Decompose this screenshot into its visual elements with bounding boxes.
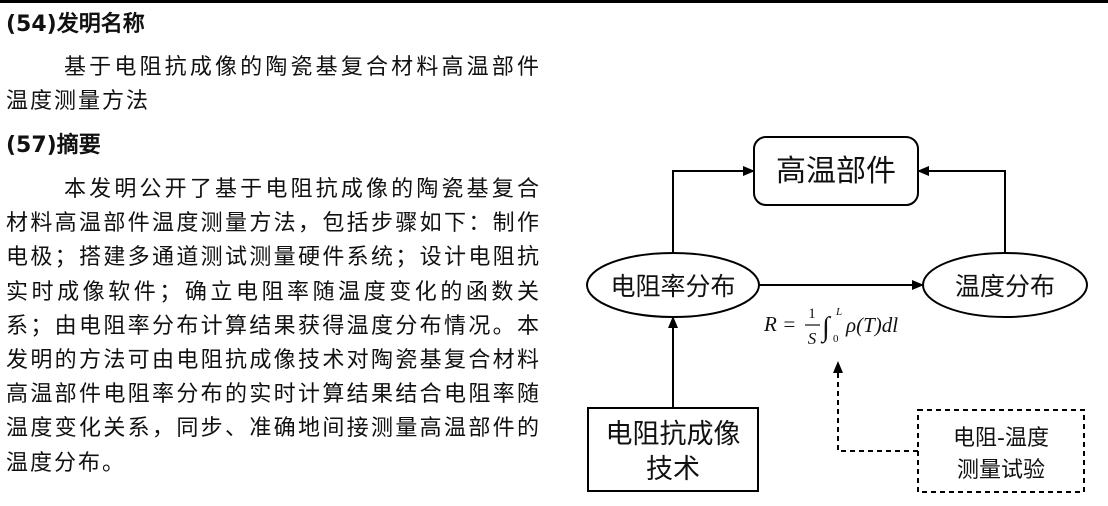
arrow-resistivity-to-component (672, 166, 755, 253)
abstract-text: 本发明公开了基于电阻抗成像的陶瓷基复合材料高温部件温度测量方法，包括步骤如下：制… (6, 177, 541, 476)
resistance-temperature-test-box (917, 409, 1085, 493)
resistivity-distribution-label: 电阻率分布 (610, 272, 735, 301)
resistance-temperature-test-line2: 测量试验 (957, 458, 1045, 483)
arrow-test-to-formula (833, 361, 918, 452)
resistance-temperature-test-line1: 电阻-温度 (953, 426, 1049, 451)
arrow-temperature-to-component (917, 166, 1006, 253)
invention-title: 基于电阻抗成像的陶瓷基复合材料高温部件温度测量方法 (6, 55, 541, 115)
temperature-distribution-label: 温度分布 (955, 272, 1055, 301)
heading-abstract: (57)摘要 (6, 133, 101, 158)
resistance-integral-formula: R = 1 S ∫ L 0 ρ(T)dl (763, 306, 898, 348)
formula-integrand: ρ(T)dl (845, 313, 898, 337)
eit-technique-label-line2: 技术 (646, 454, 700, 485)
formula-lhs: R = (763, 312, 796, 336)
formula-fraction-denominator: S (808, 329, 817, 348)
eit-technique-label-line1: 电阻抗成像 (606, 419, 741, 450)
formula-lower-limit: 0 (833, 333, 839, 345)
high-temp-component-label: 高温部件 (776, 154, 896, 189)
heading-invention-name: (54)发明名称 (6, 12, 145, 37)
formula-upper-limit: L (835, 306, 842, 318)
top-rule (0, 0, 1108, 3)
formula-integral-sign: ∫ (820, 312, 832, 344)
formula-fraction-numerator: 1 (808, 306, 816, 322)
